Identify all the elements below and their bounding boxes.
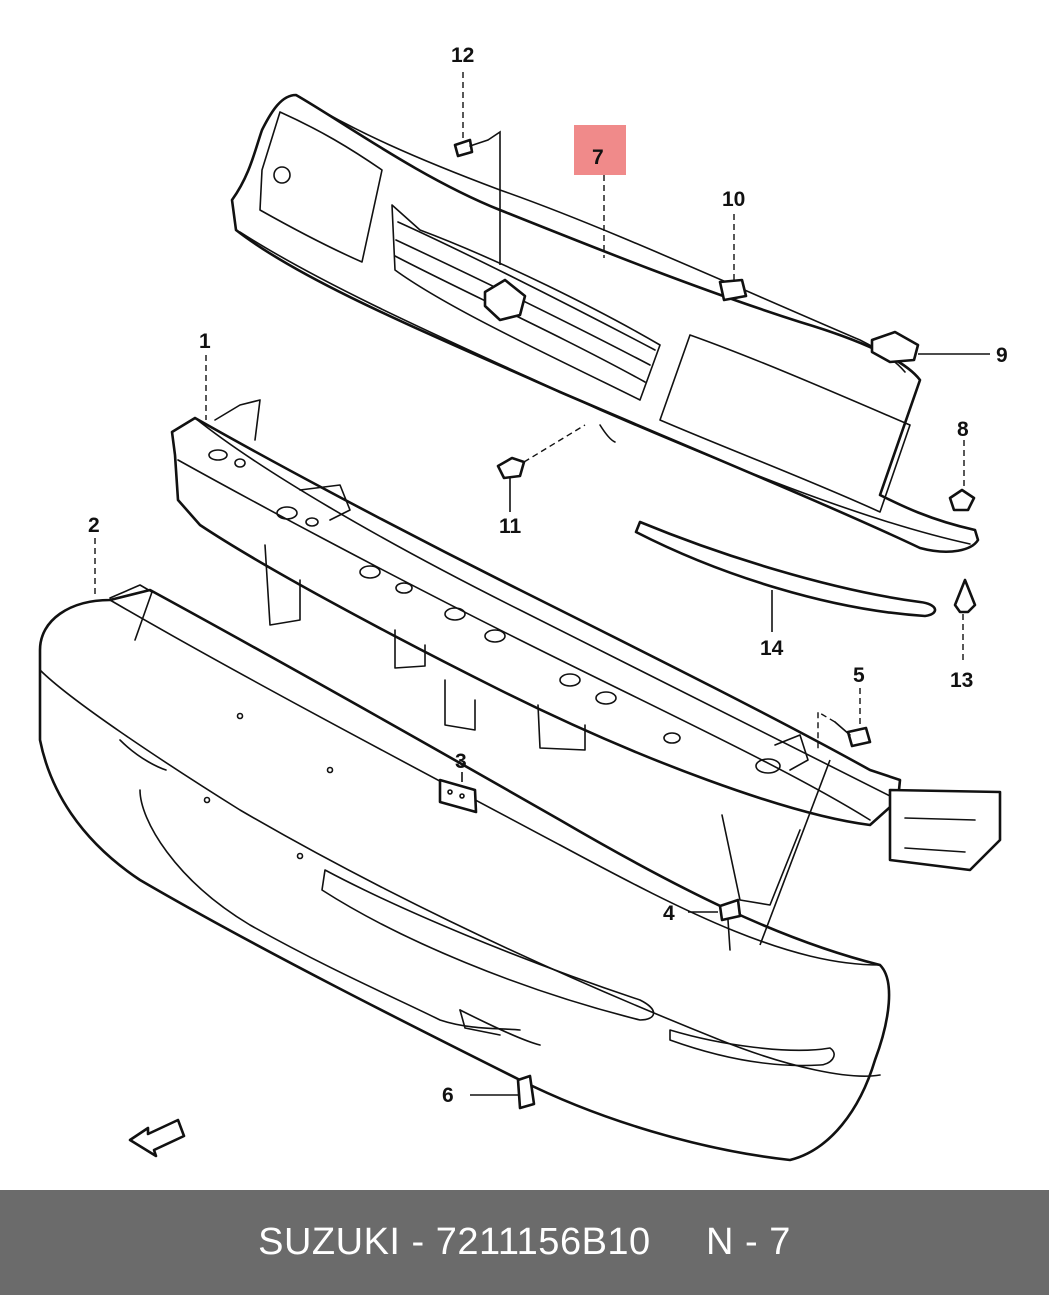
diagram-position: N - 7: [706, 1221, 791, 1263]
fastener-8: [948, 488, 976, 512]
callout-highlight: [574, 125, 626, 175]
callout-10[interactable]: 10: [722, 188, 745, 211]
fastener-5: [834, 721, 872, 748]
callout-12[interactable]: 12: [451, 44, 474, 67]
grille-molding: [634, 520, 937, 618]
callout-2[interactable]: 2: [88, 514, 100, 537]
fastener-10: [718, 278, 748, 302]
callout-3[interactable]: 3: [455, 750, 467, 773]
callout-6[interactable]: 6: [442, 1084, 454, 1107]
caption-gap: [651, 1221, 706, 1264]
bumper-reinforcement: [170, 399, 1002, 906]
front-grille: [230, 93, 980, 554]
callout-14[interactable]: 14: [760, 637, 784, 660]
caption-separator: -: [400, 1221, 436, 1263]
brand-name: SUZUKI: [258, 1221, 401, 1263]
fastener-11: [496, 456, 526, 480]
front-arrow-icon: [128, 1118, 186, 1158]
fastener-12: [453, 138, 489, 158]
fastener-4: [718, 898, 742, 951]
callout-1[interactable]: 1: [199, 330, 211, 353]
fastener-6: [516, 1074, 536, 1110]
fastener-13: [953, 578, 977, 614]
callout-8[interactable]: 8: [957, 418, 969, 441]
callout-11[interactable]: 11: [499, 515, 522, 538]
fastener-9: [870, 330, 920, 364]
parts-diagram: 7 12 10 9 8 11 1 2 14 13 5 3 4 6: [38, 44, 1008, 1162]
leader-lines: [94, 72, 990, 1096]
callout-4[interactable]: 4: [663, 902, 675, 925]
bumper-cover: [38, 584, 891, 1162]
callout-labels: 7 12 10 9 8 11 1 2 14 13 5 3 4 6: [88, 44, 1008, 1107]
callout-7[interactable]: 7: [592, 146, 604, 169]
callout-9[interactable]: 9: [996, 344, 1008, 367]
callout-5[interactable]: 5: [853, 664, 865, 687]
callout-13[interactable]: 13: [950, 669, 973, 692]
part-caption-bar: SUZUKI - 7211156B10 N - 7: [0, 1190, 1049, 1295]
fastener-3: [438, 778, 478, 814]
part-number: 7211156B10: [435, 1221, 651, 1263]
